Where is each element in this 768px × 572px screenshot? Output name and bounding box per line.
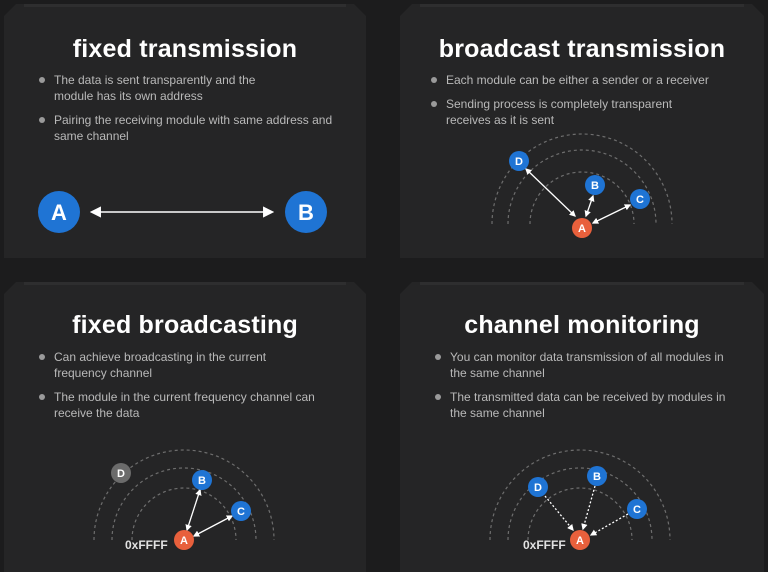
node-b-label: B bbox=[593, 471, 601, 483]
bullet-list: You can monitor data transmission of all… bbox=[434, 349, 734, 429]
bullet-list: Each module can be either a sender or a … bbox=[430, 72, 750, 136]
node-a: A bbox=[174, 530, 194, 550]
node-b: B bbox=[192, 470, 212, 490]
node-c: C bbox=[630, 189, 650, 209]
node-b: B bbox=[585, 175, 605, 195]
panel-title: broadcast transmission bbox=[438, 35, 726, 63]
node-d: D bbox=[509, 151, 529, 171]
bullet-item: The transmitted data can be received by … bbox=[434, 389, 745, 421]
node-a: A bbox=[572, 218, 592, 238]
range-arc bbox=[530, 172, 634, 224]
arrow-b-a bbox=[583, 486, 595, 529]
node-d-label: D bbox=[117, 468, 125, 480]
node-b-label: B bbox=[298, 200, 314, 225]
node-a-label: A bbox=[51, 200, 67, 225]
panel-channel-monitoring: channel monitoring You can monitor data … bbox=[400, 282, 764, 572]
arrow-a-b bbox=[586, 196, 593, 216]
broadcast-transmission-diagram: D B C A bbox=[400, 4, 764, 258]
node-a-label: A bbox=[578, 223, 586, 235]
range-arc bbox=[508, 150, 656, 224]
panel-title: channel monitoring bbox=[464, 311, 700, 339]
bullet-item: Can achieve broadcasting in the current … bbox=[38, 349, 304, 381]
arrow-a-c bbox=[593, 205, 630, 223]
range-arc bbox=[492, 134, 672, 224]
bullet-list: Can achieve broadcasting in the current … bbox=[38, 349, 328, 429]
bullet-item: Each module can be either a sender or a … bbox=[430, 72, 750, 88]
bullet-item: Pairing the receiving module with same a… bbox=[38, 112, 334, 144]
node-a: A bbox=[570, 530, 590, 550]
node-d-label: D bbox=[534, 482, 542, 494]
bullet-item: You can monitor data transmission of all… bbox=[434, 349, 740, 381]
panel-fixed-broadcasting: fixed broadcasting Can achieve broadcast… bbox=[4, 282, 366, 572]
range-arc bbox=[94, 450, 274, 540]
panel-notch bbox=[24, 282, 346, 285]
fixed-broadcasting-diagram: D B C A 0xFFFF bbox=[4, 282, 366, 572]
panel-title: fixed broadcasting bbox=[72, 311, 298, 339]
panel-notch bbox=[420, 4, 744, 7]
node-d: D bbox=[528, 477, 548, 497]
node-a: A bbox=[38, 191, 80, 233]
arrow-a-b bbox=[187, 490, 200, 530]
range-arc bbox=[528, 488, 632, 540]
broadcast-address: 0xFFFF bbox=[523, 538, 566, 552]
node-a-label: A bbox=[180, 535, 188, 547]
bullet-list: The data is sent transparently and the m… bbox=[38, 72, 338, 152]
node-c: C bbox=[627, 499, 647, 519]
arrow-d-a bbox=[545, 496, 573, 530]
bullet-item: Sending process is completely transparen… bbox=[430, 96, 706, 128]
arrow-a-d bbox=[526, 169, 575, 216]
node-c-label: C bbox=[636, 194, 644, 206]
panel-notch bbox=[420, 282, 744, 285]
panel-broadcast-transmission: broadcast transmission Each module can b… bbox=[400, 4, 764, 258]
node-c-label: C bbox=[633, 504, 641, 516]
channel-monitoring-diagram: D B C A 0xFFFF bbox=[400, 282, 764, 572]
node-b-label: B bbox=[198, 475, 206, 487]
node-b-label: B bbox=[591, 180, 599, 192]
range-arc bbox=[490, 450, 670, 540]
node-b: B bbox=[587, 466, 607, 486]
fixed-transmission-diagram: A B bbox=[4, 4, 366, 258]
node-a-label: A bbox=[576, 535, 584, 547]
panel-fixed-transmission: fixed transmission The data is sent tran… bbox=[4, 4, 366, 258]
bullet-item: The module in the current frequency chan… bbox=[38, 389, 324, 421]
node-d: D bbox=[111, 463, 131, 483]
bullet-item: The data is sent transparently and the m… bbox=[38, 72, 294, 104]
node-d-label: D bbox=[515, 156, 523, 168]
node-b: B bbox=[285, 191, 327, 233]
panel-notch bbox=[24, 4, 346, 7]
panel-title: fixed transmission bbox=[72, 35, 298, 63]
arrow-c-a bbox=[591, 514, 628, 535]
node-c-label: C bbox=[237, 506, 245, 518]
arrow-a-c bbox=[194, 516, 232, 536]
node-c: C bbox=[231, 501, 251, 521]
broadcast-address: 0xFFFF bbox=[125, 538, 168, 552]
